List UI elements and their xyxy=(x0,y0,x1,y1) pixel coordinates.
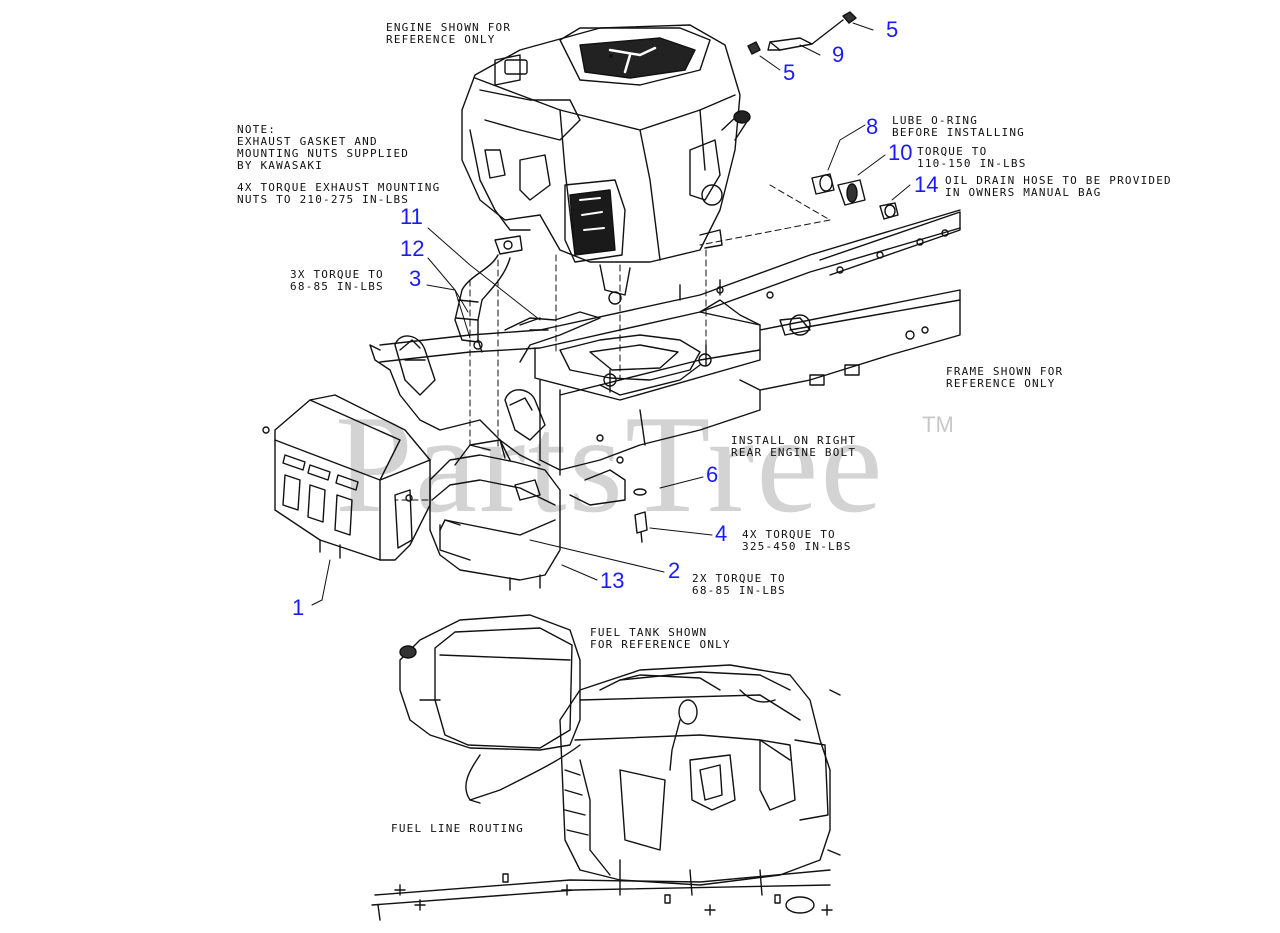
frame-illustration xyxy=(369,209,961,506)
note-oil-drain: OIL DRAIN HOSE TO BE PROVIDED IN OWNERS … xyxy=(945,174,1172,199)
callout-14: 14 xyxy=(914,172,939,197)
callout-3: 3 xyxy=(409,266,422,291)
note-frame-reference: FRAME SHOWN FOR REFERENCE ONLY xyxy=(946,365,1064,390)
reference-dash-lines xyxy=(394,184,831,501)
note-torque-10: TORQUE TO 110-150 IN-LBS xyxy=(917,145,1027,170)
callout-6: 6 xyxy=(706,462,719,487)
callout-11: 11 xyxy=(400,204,423,229)
leader-lines xyxy=(311,22,911,606)
note-lube-oring: LUBE O-RING BEFORE INSTALLING xyxy=(892,114,1025,139)
callout-13: 13 xyxy=(600,568,625,593)
callout-10: 10 xyxy=(888,140,913,165)
note-install-6: INSTALL ON RIGHT REAR ENGINE BOLT xyxy=(731,434,857,459)
engine-illustration xyxy=(461,24,751,305)
note-torque-3: 3X TORQUE TO 68-85 IN-LBS xyxy=(290,268,384,293)
note-torque-2: 2X TORQUE TO 68-85 IN-LBS xyxy=(692,572,786,597)
callout-12: 12 xyxy=(400,236,425,261)
small-parts-illustration xyxy=(473,11,899,543)
muffler-illustration xyxy=(405,439,561,591)
note-fuel-line: FUEL LINE ROUTING xyxy=(391,822,524,835)
note-exhaust-torque: 4X TORQUE EXHAUST MOUNTING NUTS TO 210-2… xyxy=(237,181,441,206)
callout-5-top: 5 xyxy=(886,17,899,42)
note-fuel-tank: FUEL TANK SHOWN FOR REFERENCE ONLY xyxy=(590,626,731,651)
bottom-frame-illustration xyxy=(371,689,841,921)
heat-shield-illustration xyxy=(262,394,431,561)
engine-base-illustration xyxy=(559,664,831,896)
callout-2: 2 xyxy=(668,558,681,583)
note-torque-4: 4X TORQUE TO 325-450 IN-LBS xyxy=(742,528,852,553)
callout-5-left: 5 xyxy=(783,60,796,85)
callout-8: 8 xyxy=(866,114,879,139)
callout-1: 1 xyxy=(292,595,305,620)
fuel-tank-illustration xyxy=(399,614,581,804)
callout-9: 9 xyxy=(832,42,845,67)
callout-4: 4 xyxy=(715,521,728,546)
note-kawasaki: NOTE: EXHAUST GASKET AND MOUNTING NUTS S… xyxy=(237,123,410,172)
note-engine-reference: ENGINE SHOWN FOR REFERENCE ONLY xyxy=(386,21,512,46)
watermark-trademark: TM xyxy=(922,412,954,437)
